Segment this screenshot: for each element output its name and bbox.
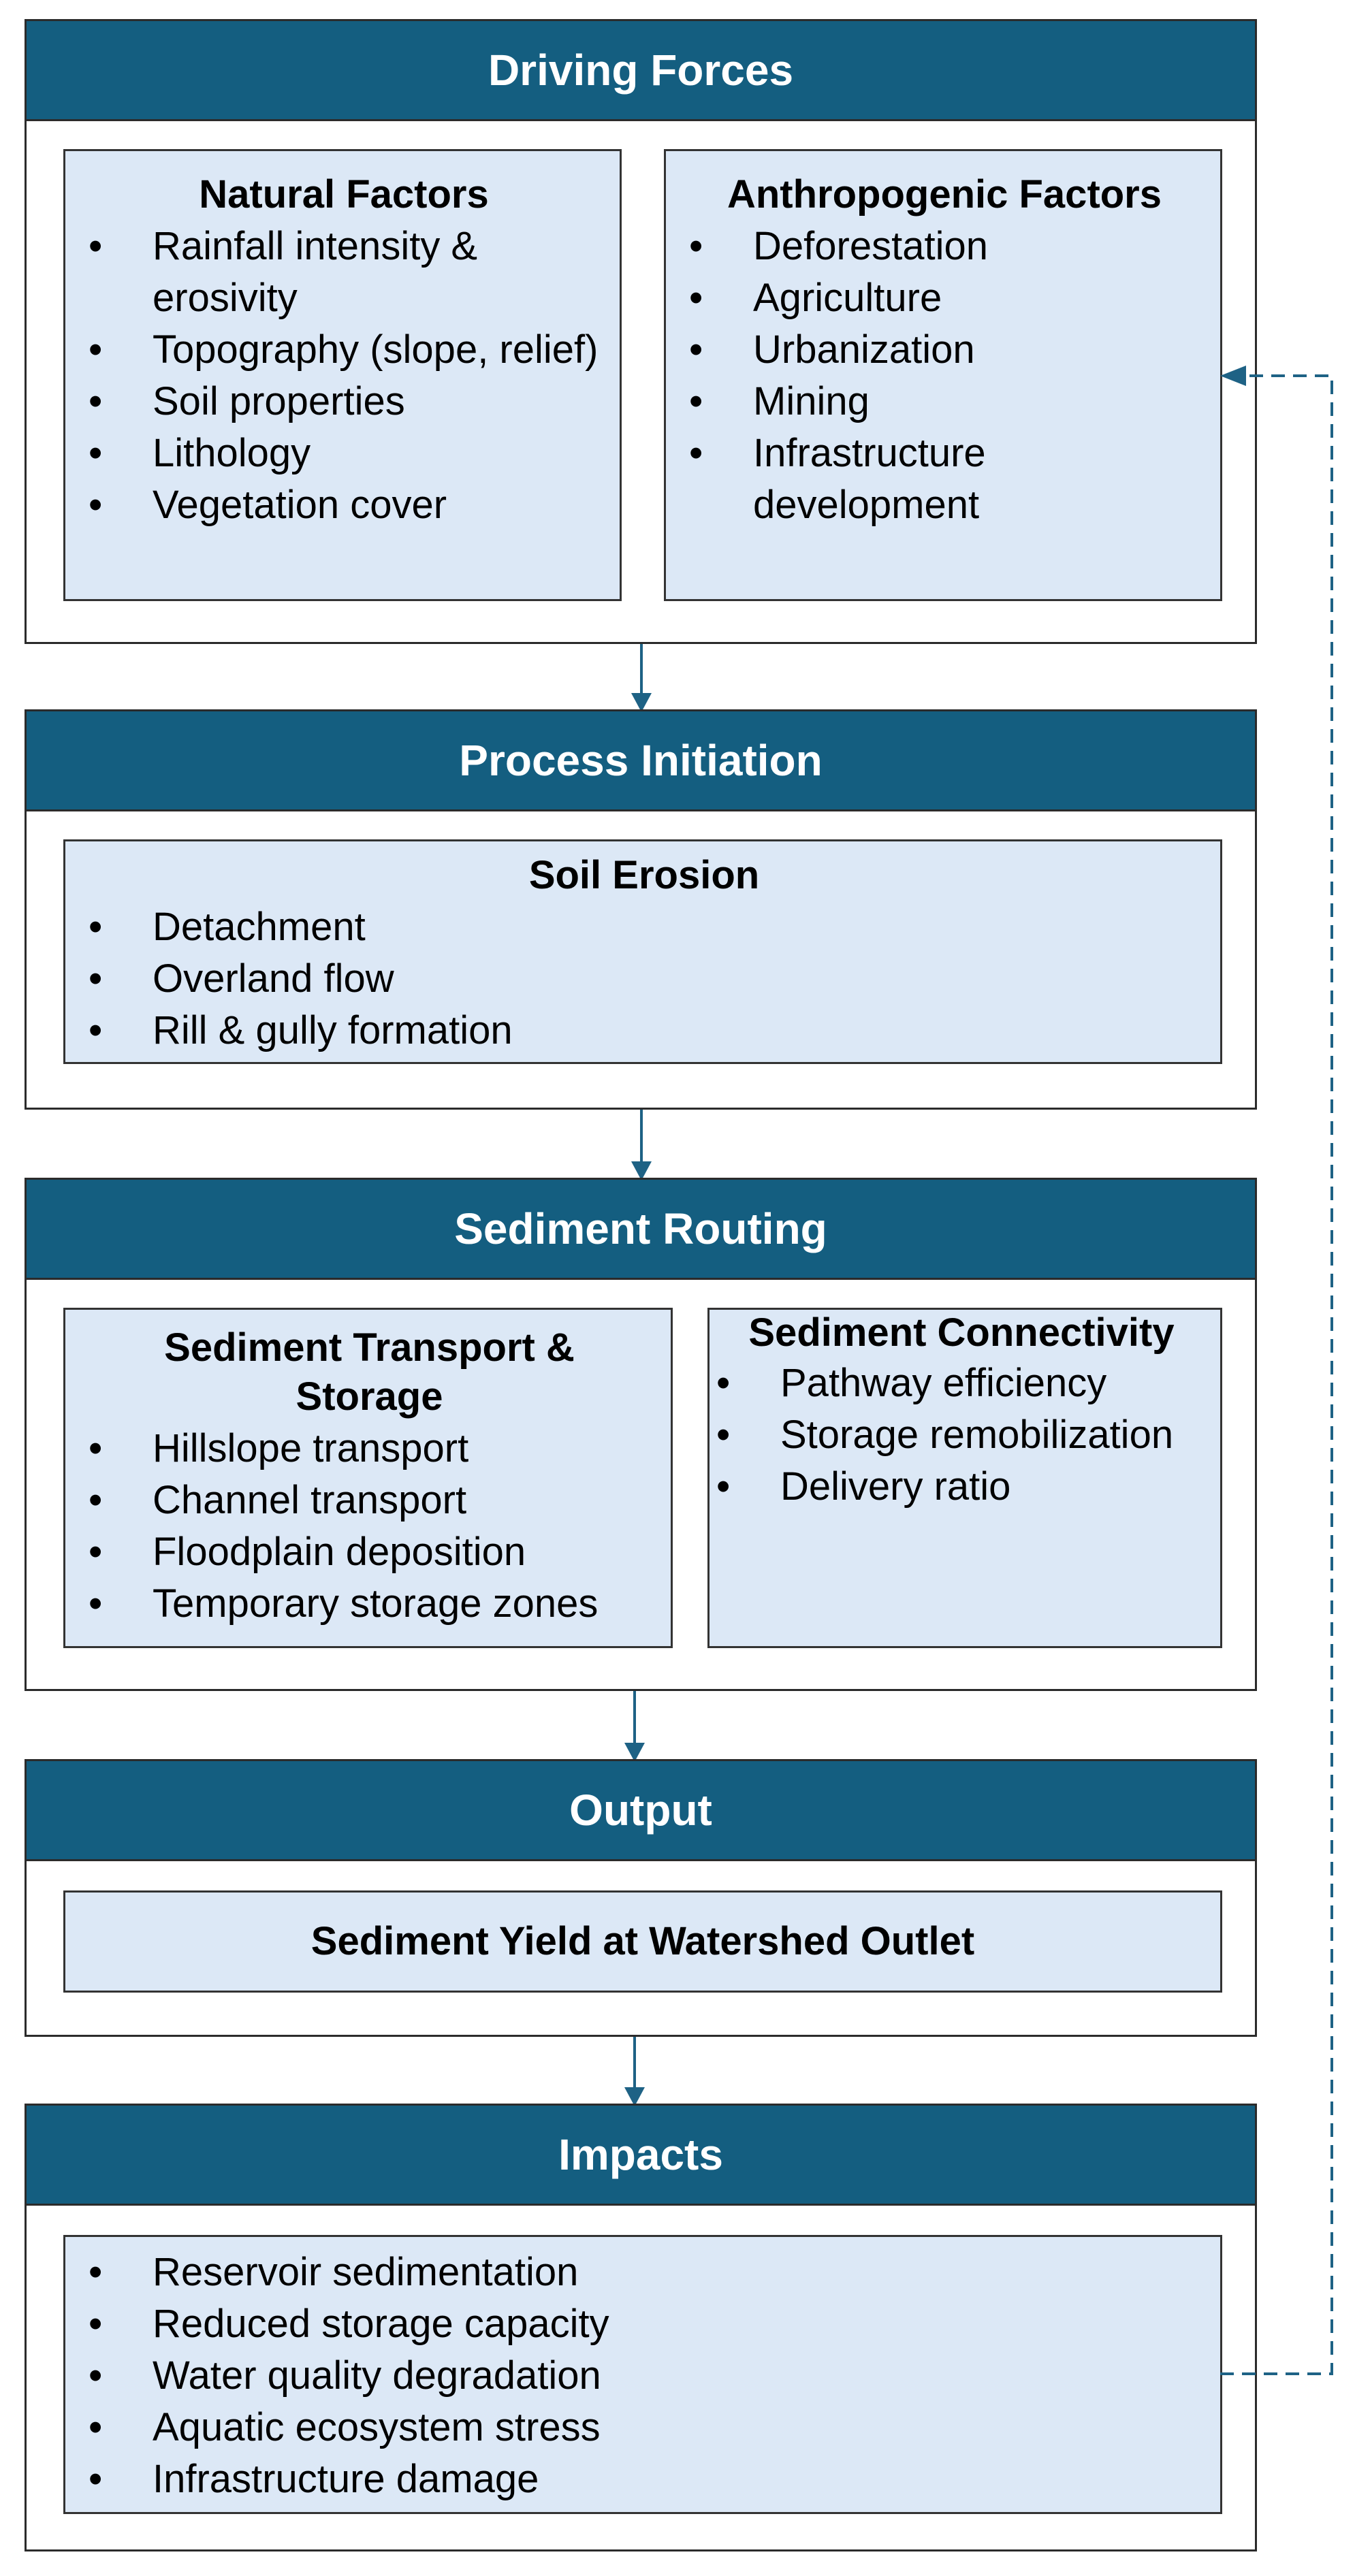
bullet-item: Overland flow (82, 953, 1207, 1005)
section-output: Output Sediment Yield at Watershed Outle… (25, 1759, 1257, 2037)
sediment-connectivity-box: Sediment Connectivity Pathway efficiency… (707, 1308, 1222, 1648)
feedback-loop-arrowhead (1220, 366, 1246, 386)
section-header-sediment-routing: Sediment Routing (27, 1180, 1255, 1280)
soil-erosion-list: DetachmentOverland flowRill & gully form… (82, 901, 1207, 1057)
section-header-output: Output (27, 1761, 1255, 1861)
bullet-item: Lithology (82, 428, 606, 479)
bullet-item: Water quality degradation (82, 2350, 1207, 2402)
impacts-box: Reservoir sedimentationReduced storage c… (63, 2235, 1222, 2514)
bullet-item: Reservoir sedimentation (82, 2247, 1207, 2298)
section-header-driving-forces: Driving Forces (27, 21, 1255, 121)
bullet-item: Rainfall intensity & erosivity (82, 221, 606, 324)
anthropogenic-factors-list: DeforestationAgricultureUrbanizationMini… (682, 221, 1207, 531)
sediment-transport-box: Sediment Transport & Storage Hillslope t… (63, 1308, 673, 1648)
sediment-transport-list: Hillslope transportChannel transportFloo… (82, 1423, 657, 1630)
natural-factors-box: Natural Factors Rainfall intensity & ero… (63, 149, 622, 601)
bullet-item: Vegetation cover (82, 479, 606, 531)
section-impacts: Impacts Reservoir sedimentationReduced s… (25, 2104, 1257, 2551)
sediment-yield-label: Sediment Yield at Watershed Outlet (310, 1919, 975, 1963)
arrow-down-1 (631, 644, 652, 712)
feedback-loop-line (1220, 374, 1333, 2375)
bullet-item: Reduced storage capacity (82, 2298, 1207, 2350)
bullet-item: Channel transport (82, 1475, 657, 1526)
bullet-item: Infrastructure damage (82, 2453, 1207, 2505)
section-sediment-routing: Sediment Routing Sediment Transport & St… (25, 1178, 1257, 1691)
bullet-item: Infrastructure development (682, 428, 1207, 531)
section-header-impacts: Impacts (27, 2106, 1255, 2206)
anthropogenic-factors-title: Anthropogenic Factors (727, 172, 1162, 216)
bullet-item: Agriculture (682, 272, 1207, 324)
bullet-item: Deforestation (682, 221, 1207, 272)
sediment-connectivity-list: Pathway efficiencyStorage remobilization… (710, 1357, 1213, 1513)
sediment-connectivity-title: Sediment Connectivity (748, 1310, 1175, 1355)
natural-factors-list: Rainfall intensity & erosivityTopography… (82, 221, 606, 531)
bullet-item: Hillslope transport (82, 1423, 657, 1475)
bullet-item: Soil properties (82, 376, 606, 428)
section-process-initiation: Process Initiation Soil Erosion Detachme… (25, 709, 1257, 1110)
bullet-item: Topography (slope, relief) (82, 324, 606, 376)
natural-factors-title: Natural Factors (199, 172, 489, 216)
section-header-process-initiation: Process Initiation (27, 711, 1255, 811)
arrow-down-4 (624, 2037, 645, 2106)
arrow-down-2 (631, 1110, 652, 1180)
bullet-item: Aquatic ecosystem stress (82, 2402, 1207, 2453)
bullet-item: Detachment (82, 901, 1207, 953)
bullet-item: Urbanization (682, 324, 1207, 376)
bullet-item: Pathway efficiency (710, 1357, 1213, 1409)
bullet-item: Rill & gully formation (82, 1005, 1207, 1057)
bullet-item: Mining (682, 376, 1207, 428)
sediment-yield-box: Sediment Yield at Watershed Outlet (63, 1890, 1222, 1993)
sediment-transport-title: Sediment Transport & Storage (164, 1325, 575, 1419)
section-driving-forces: Driving Forces Natural Factors Rainfall … (25, 19, 1257, 644)
anthropogenic-factors-box: Anthropogenic Factors DeforestationAgric… (664, 149, 1222, 601)
soil-erosion-box: Soil Erosion DetachmentOverland flowRill… (63, 839, 1222, 1064)
impacts-list: Reservoir sedimentationReduced storage c… (82, 2247, 1207, 2505)
bullet-item: Temporary storage zones (82, 1578, 657, 1630)
bullet-item: Floodplain deposition (82, 1526, 657, 1578)
bullet-item: Delivery ratio (710, 1461, 1213, 1513)
arrow-down-3 (624, 1691, 645, 1762)
bullet-item: Storage remobilization (710, 1409, 1213, 1461)
soil-erosion-title: Soil Erosion (528, 853, 760, 897)
